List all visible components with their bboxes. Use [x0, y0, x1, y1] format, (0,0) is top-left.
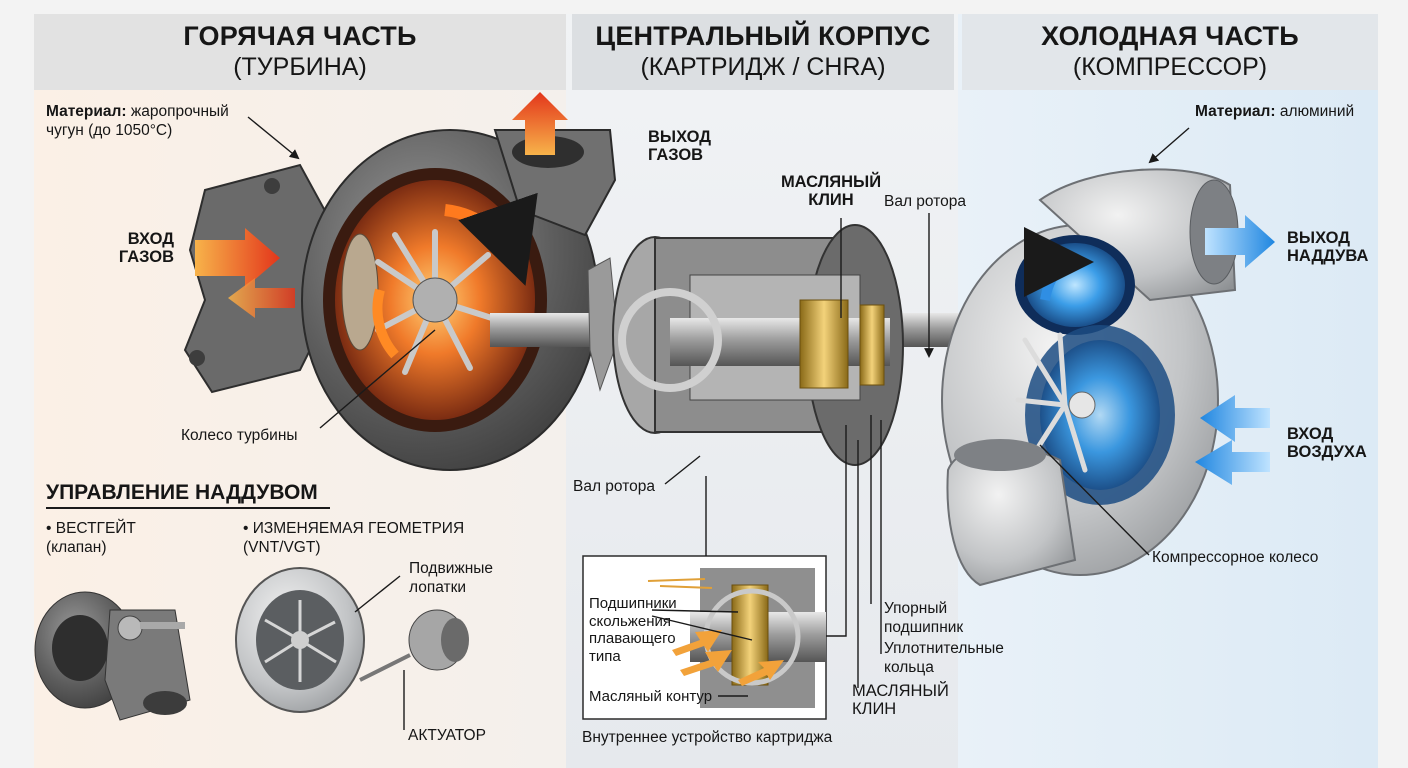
hot-side-header: ГОРЯЧАЯ ЧАСТЬ (ТУРБИНА) [34, 22, 566, 81]
thrust-bearing-line1: Упорный [884, 600, 948, 617]
boost-outlet-line1: ВЫХОД [1287, 229, 1351, 247]
gas-outlet-line2: ГАЗОВ [648, 146, 704, 165]
inset-caption: Внутреннее устройство картриджа [582, 729, 833, 746]
center-header: ЦЕНТРАЛЬНЫЙ КОРПУС (КАРТРИДЖ / CHRA) [572, 22, 954, 81]
gas-inlet-line1: ВХОД [127, 230, 174, 248]
gas-inlet-label: ВХОД ГАЗОВ [110, 230, 174, 267]
cold-side-subtitle: (КОМПРЕССОР) [1072, 53, 1268, 82]
cartridge-inset [647, 568, 826, 708]
center-subtitle: (КАРТРИДЖ / CHRA) [640, 53, 886, 82]
hot-side-subtitle: (ТУРБИНА) [233, 53, 367, 82]
movable-vanes-label: Подвижные лопатки [409, 560, 493, 598]
chra-cartridge [490, 224, 1010, 466]
hot-material-line1: жаропрочный [130, 103, 229, 120]
turbine-housing [183, 129, 617, 471]
cold-material-label: Материал: [1195, 103, 1276, 120]
air-inlet-label: ВХОД ВОЗДУХА [1287, 425, 1367, 462]
cold-material-value: алюминий [1279, 103, 1355, 120]
oil-circuit-label: Масляный контур [589, 688, 713, 705]
movable-vanes-line2: лопатки [409, 578, 467, 596]
hot-material-label: Материал: [46, 103, 127, 120]
oil-wedge-bottom-line1: МАСЛЯНЫЙ [852, 682, 949, 700]
gas-outlet-line1: ВЫХОД [648, 128, 712, 146]
seal-rings-line1: Уплотнительные [884, 640, 1004, 657]
vnt-line1: • ИЗМЕНЯЕМАЯ ГЕОМЕТРИЯ [243, 520, 465, 537]
thrust-bearing-label: Упорный подшипник [884, 600, 963, 638]
air-inlet-line2: ВОЗДУХА [1287, 443, 1367, 462]
actuator-label: АКТУАТОР [408, 727, 486, 744]
seal-rings-line2: кольца [884, 658, 934, 676]
floating-bearings-line1: Подшипники [589, 595, 677, 612]
vnt-turbo-image [235, 567, 469, 713]
air-inlet-line1: ВХОД [1287, 425, 1334, 443]
movable-vanes-line1: Подвижные [409, 560, 494, 577]
vnt-line2: (VNT/VGT) [243, 538, 321, 556]
boost-outlet-line2: НАДДУВА [1287, 247, 1369, 266]
seal-rings-label: Уплотнительные кольца [884, 640, 1004, 678]
boost-outlet-label: ВЫХОД НАДДУВА [1287, 229, 1368, 266]
hot-material-note: Материал: жаропрочный чугун (до 1050°C) [46, 103, 229, 141]
cold-material-note: Материал: алюминий [1195, 103, 1354, 122]
floating-bearings-line3: плавающего [589, 630, 676, 648]
gas-outlet-label: ВЫХОД ГАЗОВ [648, 128, 711, 165]
hot-side-title: ГОРЯЧАЯ ЧАСТЬ [183, 21, 417, 51]
center-title: ЦЕНТРАЛЬНЫЙ КОРПУС [595, 21, 931, 51]
gas-inlet-line2: ГАЗОВ [118, 248, 174, 267]
floating-bearings-line2: скольжения [589, 612, 671, 630]
cold-side-title: ХОЛОДНАЯ ЧАСТЬ [1041, 21, 1299, 51]
oil-wedge-top-label: МАСЛЯНЫЙ КЛИН [778, 173, 884, 210]
thrust-bearing-line2: подшипник [884, 618, 964, 636]
compressor-housing [941, 168, 1239, 587]
oil-wedge-top-line1: МАСЛЯНЫЙ [780, 173, 882, 191]
compressor-wheel-label: Компрессорное колесо [1152, 549, 1319, 566]
oil-wedge-bottom-label: МАСЛЯНЫЙ КЛИН [852, 682, 949, 719]
wastegate-line1: • ВЕСТГЕЙТ [46, 520, 136, 537]
rotor-shaft-top-label: Вал ротора [884, 193, 966, 210]
boost-control-heading: УПРАВЛЕНИЕ НАДДУВОМ [46, 481, 318, 504]
wastegate-turbo-image [34, 591, 191, 721]
floating-bearings-line4: типа [589, 648, 621, 666]
boost-control-underline [46, 507, 330, 509]
hot-material-line2: чугун (до 1050°C) [46, 121, 173, 139]
floating-bearings-label: Подшипники скольжения плавающего типа [589, 595, 677, 666]
cold-side-header: ХОЛОДНАЯ ЧАСТЬ (КОМПРЕССОР) [962, 22, 1378, 81]
turbine-wheel-label: Колесо турбины [181, 427, 298, 444]
rotor-shaft-mid-label: Вал ротора [573, 478, 655, 495]
vnt-label: • ИЗМЕНЯЕМАЯ ГЕОМЕТРИЯ (VNT/VGT) [243, 520, 464, 558]
wastegate-label: • ВЕСТГЕЙТ (клапан) [46, 520, 136, 558]
wastegate-line2: (клапан) [46, 538, 107, 556]
oil-wedge-top-line2: КЛИН [808, 191, 854, 210]
oil-wedge-bottom-line2: КЛИН [852, 700, 897, 719]
